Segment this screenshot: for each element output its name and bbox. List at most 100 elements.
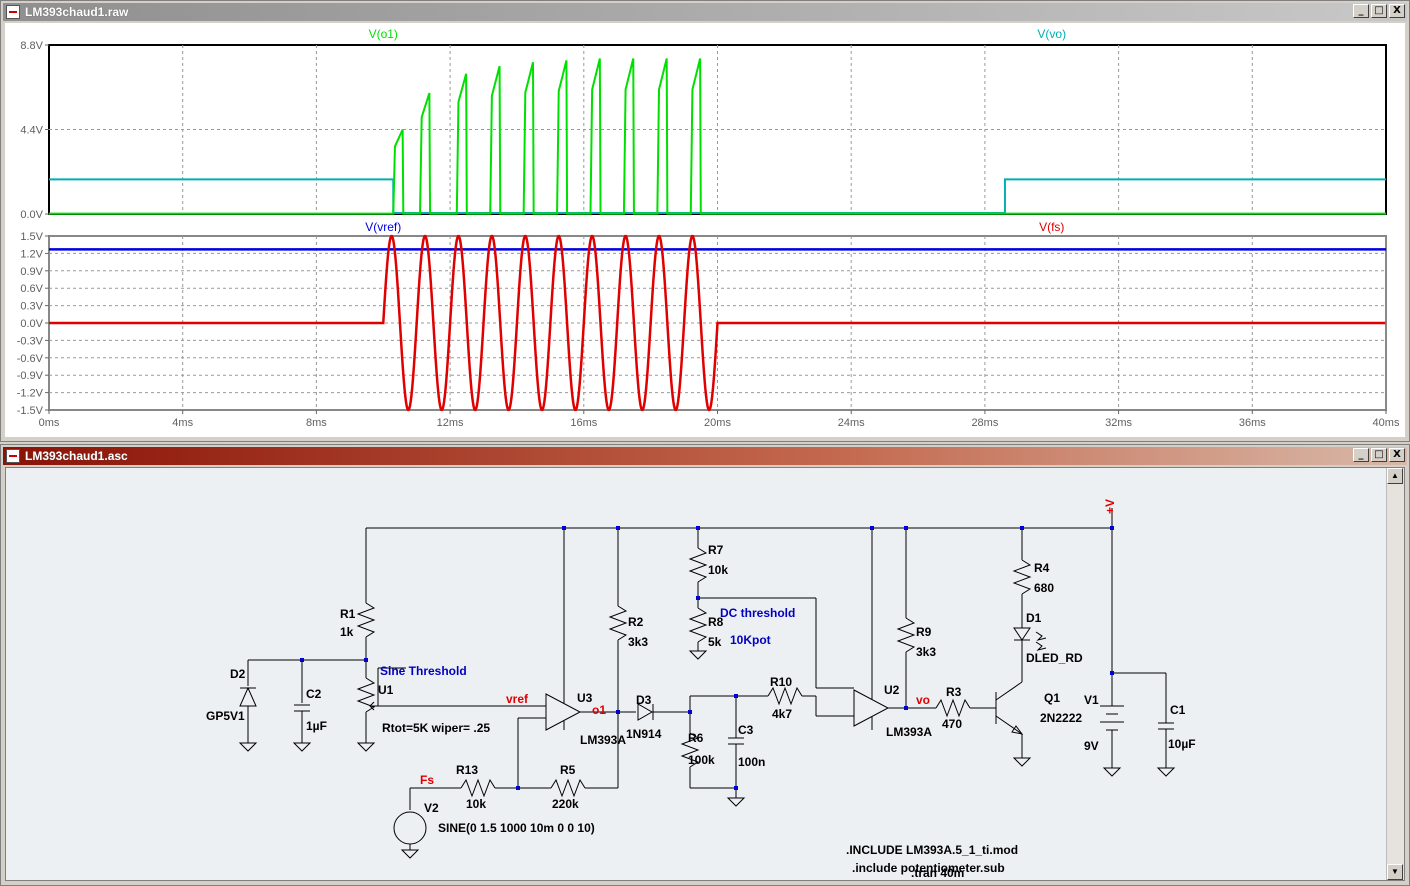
r7-label: R7 bbox=[708, 543, 724, 557]
net-label-vref: vref bbox=[506, 692, 529, 706]
c3-label: C3 bbox=[738, 723, 754, 737]
r5-label: R5 bbox=[560, 763, 576, 777]
r10-value: 4k7 bbox=[772, 707, 792, 721]
x-tick-label: 36ms bbox=[1239, 417, 1266, 429]
minimize-button[interactable]: _ bbox=[1353, 448, 1369, 462]
bottom-y-tick-label: -0.9V bbox=[17, 370, 44, 382]
close-button[interactable]: X bbox=[1389, 448, 1405, 462]
d3-value: 1N914 bbox=[626, 727, 662, 741]
x-tick-label: 4ms bbox=[172, 417, 193, 429]
maximize-button[interactable]: □ bbox=[1371, 4, 1387, 18]
bottom-y-tick-label: 1.5V bbox=[20, 231, 43, 243]
top-y-tick-label: 8.8V bbox=[20, 40, 43, 52]
r9-value: 3k3 bbox=[916, 645, 936, 659]
x-tick-label: 16ms bbox=[570, 417, 597, 429]
maximize-button[interactable]: □ bbox=[1371, 448, 1387, 462]
bottom-y-tick-label: -1.5V bbox=[17, 405, 44, 417]
d2-value: GP5V1 bbox=[206, 709, 245, 723]
bottom-y-tick-label: 0.0V bbox=[20, 318, 43, 330]
bottom-y-tick-label: 0.3V bbox=[20, 301, 43, 313]
series-fs-line bbox=[49, 234, 1386, 412]
x-tick-label: 24ms bbox=[838, 417, 865, 429]
directive-tran[interactable]: .tran 40m bbox=[911, 866, 964, 880]
u3-value: LM393A bbox=[580, 733, 626, 747]
series-vo-line bbox=[49, 178, 1386, 215]
close-button[interactable]: X bbox=[1389, 4, 1405, 18]
x-tick-label: 0ms bbox=[39, 417, 60, 429]
v2-label: V2 bbox=[424, 801, 439, 815]
r3-label: R3 bbox=[946, 685, 962, 699]
r6-value: 100k bbox=[688, 753, 715, 767]
sine-threshold-label: Sine Threshold bbox=[380, 664, 467, 678]
u3-label: U3 bbox=[577, 691, 593, 705]
c2-label: C2 bbox=[306, 687, 322, 701]
pot-label: 10Kpot bbox=[730, 633, 771, 647]
x-tick-label: 32ms bbox=[1105, 417, 1132, 429]
r10-label: R10 bbox=[770, 675, 792, 689]
d3-label: D3 bbox=[636, 693, 652, 707]
schematic-canvas[interactable]: +V R1 1k D2 GP5V1 C2 1µF Sine Threshold … bbox=[5, 467, 1405, 881]
schematic-vertical-scrollbar[interactable]: ▲ ▼ bbox=[1386, 468, 1404, 880]
r4-label: R4 bbox=[1034, 561, 1050, 575]
q1-value: 2N2222 bbox=[1040, 711, 1082, 725]
r8-label: R8 bbox=[708, 615, 724, 629]
schematic-window[interactable]: LM393chaud1.asc _ □ X bbox=[0, 444, 1410, 886]
bottom-y-tick-label: -0.6V bbox=[17, 353, 44, 365]
u2-label: U2 bbox=[884, 683, 900, 697]
directive-include-pot[interactable]: .include potentiometer.sub bbox=[852, 861, 1005, 875]
v2-value: SINE(0 1.5 1000 10m 0 0 10) bbox=[438, 821, 595, 835]
bottom-y-tick-label: 0.9V bbox=[20, 266, 43, 278]
schematic-window-icon bbox=[6, 449, 20, 463]
x-tick-label: 28ms bbox=[971, 417, 998, 429]
r2-label: R2 bbox=[628, 615, 644, 629]
series-fs-label: V(fs) bbox=[1039, 220, 1064, 234]
schematic-titlebar[interactable]: LM393chaud1.asc _ □ X bbox=[3, 447, 1407, 465]
u1-label: U1 bbox=[378, 683, 394, 697]
net-label-vo: vo bbox=[916, 693, 930, 707]
series-o1-line bbox=[49, 58, 1386, 215]
r5-value: 220k bbox=[552, 797, 579, 811]
u1-value: Rtot=5K wiper= .25 bbox=[382, 721, 490, 735]
top-y-tick-label: 4.4V bbox=[20, 125, 43, 137]
x-tick-label: 40ms bbox=[1373, 417, 1400, 429]
waveform-window-title: LM393chaud1.raw bbox=[25, 5, 129, 19]
d1-value: DLED_RD bbox=[1026, 651, 1083, 665]
net-label-o1: o1 bbox=[592, 703, 606, 717]
u2-value: LM393A bbox=[886, 725, 932, 739]
r2-value: 3k3 bbox=[628, 635, 648, 649]
waveform-titlebar[interactable]: LM393chaud1.raw _ □ X bbox=[3, 3, 1407, 21]
schematic-window-title: LM393chaud1.asc bbox=[25, 449, 128, 463]
r1-value: 1k bbox=[340, 625, 354, 639]
v1-label: V1 bbox=[1084, 693, 1099, 707]
v1-value: 9V bbox=[1084, 739, 1099, 753]
scroll-up-arrow[interactable]: ▲ bbox=[1387, 468, 1403, 484]
r13-label: R13 bbox=[456, 763, 478, 777]
directive-include-model[interactable]: .INCLUDE LM393A.5_1_ti.mod bbox=[846, 843, 1018, 857]
c1-value: 10µF bbox=[1168, 737, 1196, 751]
bottom-y-tick-label: -1.2V bbox=[17, 388, 44, 400]
r8-value: 5k bbox=[708, 635, 722, 649]
c2-value: 1µF bbox=[306, 719, 327, 733]
tran-directive-box[interactable]: .tran 40m bbox=[911, 865, 1211, 885]
r4-value: 680 bbox=[1034, 581, 1054, 595]
r7-value: 10k bbox=[708, 563, 728, 577]
minimize-button[interactable]: _ bbox=[1353, 4, 1369, 18]
r9-label: R9 bbox=[916, 625, 932, 639]
r1-label: R1 bbox=[340, 607, 356, 621]
schematic-drawing[interactable]: +V R1 1k D2 GP5V1 C2 1µF Sine Threshold … bbox=[6, 468, 1389, 882]
top-y-tick-label: 0.0V bbox=[20, 209, 43, 221]
scroll-down-arrow[interactable]: ▼ bbox=[1387, 864, 1403, 880]
r6-label: R6 bbox=[688, 731, 704, 745]
bottom-y-tick-label: -0.3V bbox=[17, 335, 44, 347]
bottom-y-tick-label: 1.2V bbox=[20, 248, 43, 260]
q1-label: Q1 bbox=[1044, 691, 1060, 705]
d2-label: D2 bbox=[230, 667, 246, 681]
dc-threshold-label: DC threshold bbox=[720, 606, 795, 620]
net-label-fs: Fs bbox=[420, 773, 434, 787]
net-label-vplus: +V bbox=[1103, 499, 1117, 514]
series-o1-label: V(o1) bbox=[369, 27, 398, 41]
x-tick-label: 12ms bbox=[437, 417, 464, 429]
